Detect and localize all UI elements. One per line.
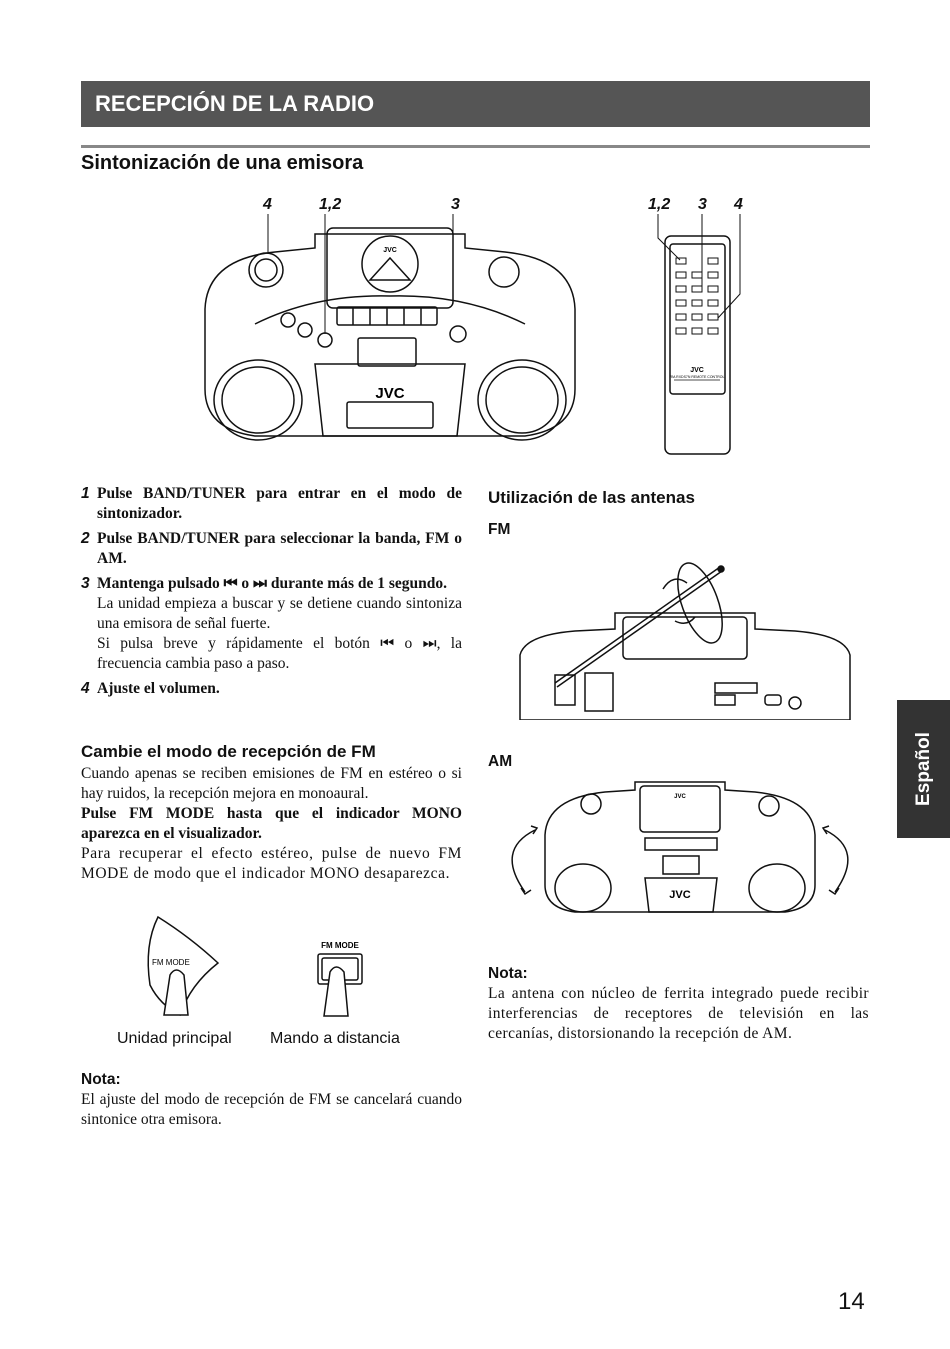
remote-fm-label: FM MODE [321, 941, 359, 950]
main-unit-fm-label: FM MODE [152, 958, 190, 967]
fm-mode-heading: Cambie el modo de recepción de FM [81, 742, 376, 761]
antenna-heading: Utilización de las antenas [488, 488, 695, 507]
main-unit-fm-button: FM MODE [147, 915, 220, 1017]
fm-mode-text: Cuando apenas se reciben emisiones de FM… [81, 765, 462, 882]
am-top-brand: JVC [674, 794, 686, 800]
front-brand-label: JVC [375, 385, 404, 402]
note-left-title: Nota: [81, 1071, 121, 1088]
step-4: 4 Ajuste el volumen. [81, 680, 220, 697]
caption-remote: Mando a distancia [270, 1030, 400, 1047]
top-brand-label: JVC [383, 247, 397, 254]
boombox-illustration: JVC JVC [204, 214, 576, 441]
callout-remote-4: 4 [734, 196, 743, 213]
am-front-brand: JVC [669, 889, 690, 901]
note-right-title: Nota: [488, 965, 528, 982]
page-number: 14 [838, 1288, 865, 1315]
divider [81, 145, 870, 148]
step-1: 1 Pulse BAND/TUNER para entrar en el mod… [81, 485, 462, 522]
callout-main-3: 3 [451, 196, 460, 213]
fm-label: FM [488, 521, 511, 538]
remote-fm-button: FM MODE [317, 941, 363, 1017]
note-right-text: La antena con núcleo de ferrita integrad… [488, 985, 869, 1042]
remote-caption-label: RM-RXDS7N REMOTE CONTROL [670, 375, 725, 379]
callout-main-12: 1,2 [319, 196, 342, 213]
language-tab: Español [897, 700, 950, 838]
step-2: 2 Pulse BAND/TUNER para seleccionar la b… [81, 530, 462, 567]
callout-main-4: 4 [263, 196, 272, 213]
section-title: RECEPCIÓN DE LA RADIO [81, 81, 870, 127]
remote-illustration: JVC RM-RXDS7N REMOTE CONTROL [657, 214, 741, 455]
caption-main-unit: Unidad principal [117, 1030, 232, 1047]
note-left-text: El ajuste del modo de recepción de FM se… [81, 1091, 462, 1128]
fm-antenna-illustration [519, 562, 851, 720]
step-3: 3 Mantenga pulsado ⏮ o ⏭ durante más de … [81, 575, 462, 672]
callout-remote-12: 1,2 [648, 196, 671, 213]
tuning-steps: 1 Pulse BAND/TUNER para entrar en el mod… [81, 484, 462, 704]
callout-remote-3: 3 [698, 196, 707, 213]
am-label: AM [488, 753, 513, 770]
am-antenna-illustration: JVC JVC [511, 781, 849, 913]
page-subtitle: Sintonización de una emisora [81, 152, 364, 174]
remote-brand-label: JVC [690, 367, 704, 374]
